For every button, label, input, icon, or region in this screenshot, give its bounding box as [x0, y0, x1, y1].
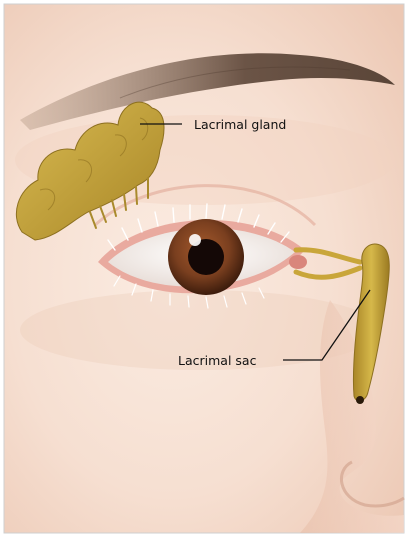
- caruncle: [289, 255, 307, 269]
- eye-highlight: [189, 234, 201, 246]
- lacrimal-gland-label: Lacrimal gland: [194, 117, 286, 132]
- lacrimal-sac-label: Lacrimal sac: [178, 353, 257, 368]
